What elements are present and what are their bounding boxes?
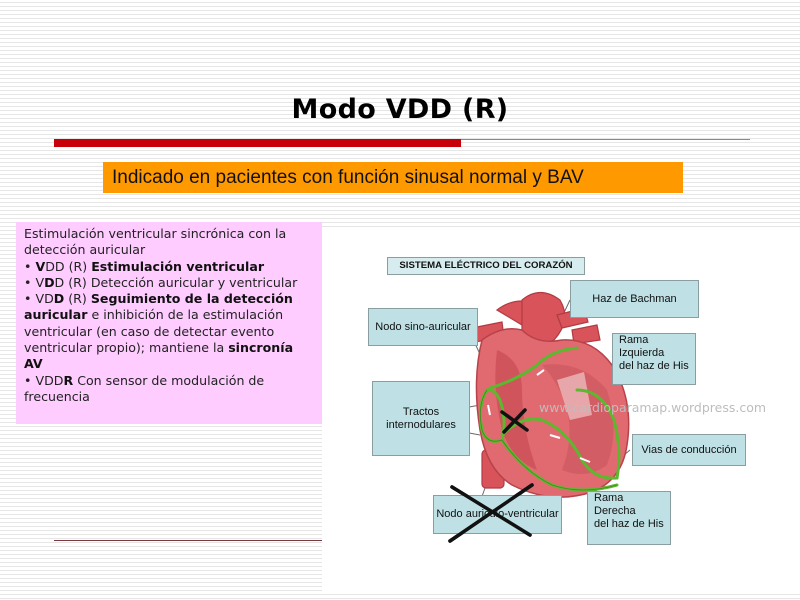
footer-divider (54, 540, 322, 541)
bullet-icon: • (24, 372, 32, 388)
list-item: • VDDR Con sensor de modulación de frecu… (24, 373, 316, 406)
item-text-bold: Estimulación ventricular (91, 258, 265, 274)
item-text: Detección auricular y ventricular (90, 274, 298, 290)
heart-conduction-diagram: SISTEMA ELÉCTRICO DEL CORAZÓN www.cardio… (322, 230, 800, 593)
item-text: e inhibición de la estimulación ventricu… (24, 307, 284, 356)
label-bachman: Haz de Bachman (570, 280, 699, 318)
item-text-bold: sincronía AV (24, 340, 294, 372)
title-divider-thin (461, 139, 750, 140)
code-rest: D (R) (54, 274, 87, 290)
label-line: Tractos (402, 405, 440, 418)
label-right-branch: Rama Derecha del haz de His (587, 491, 671, 545)
label-line: Izquierda (619, 347, 665, 359)
code-letter-bold: R (63, 372, 74, 388)
label-left-branch: Rama Izquierda del haz de His (612, 333, 696, 385)
label-av-node: Nodo auriculo-ventricular (433, 495, 562, 534)
code-letter-bold: V (35, 258, 46, 274)
label-sa-node: Nodo sino-auricular (368, 308, 478, 346)
list-item: • VDD (R) Detección auricular y ventricu… (24, 275, 316, 291)
diagram-title: SISTEMA ELÉCTRICO DEL CORAZÓN (387, 257, 585, 275)
list-item: • VDD (R) Seguimiento de la detección au… (24, 291, 316, 372)
code-pre: V (35, 274, 45, 290)
label-line: internodulares (386, 418, 456, 431)
code-letter-bold: D (44, 274, 55, 290)
code-rest: DD (R) (45, 258, 88, 274)
label-internodal: Tractos internodulares (372, 381, 470, 456)
bullet-icon: • (24, 291, 32, 307)
code-pre: VD (35, 291, 54, 307)
item-text-bold: Seguimiento de la detección auricular (24, 291, 293, 323)
title-divider-thick (54, 139, 461, 147)
label-line: Rama (619, 334, 649, 346)
label-conduction: Vias de conducción (632, 434, 746, 466)
indication-banner: Indicado en pacientes con función sinusa… (103, 162, 683, 193)
code-pre: VDD (35, 372, 64, 388)
item-text: Con sensor de modulación de frecuencia (24, 372, 265, 404)
code-rest: (R) (68, 291, 87, 307)
label-line: Derecha (594, 505, 636, 517)
mode-description-box: Estimulación ventricular sincrónica con … (16, 222, 322, 424)
watermark: www.cardioparamap.wordpress.com (539, 400, 767, 415)
list-item: • VDD (R) Estimulación ventricular (24, 259, 316, 275)
intro-text: Estimulación ventricular sincrónica con … (24, 226, 287, 258)
code-letter-bold: D (53, 291, 65, 307)
label-line: del haz de His (594, 518, 664, 530)
slide-title: Modo VDD (R) (291, 94, 509, 125)
label-line: del haz de His (619, 360, 689, 372)
bullet-icon: • (24, 258, 32, 274)
label-line: Rama (594, 492, 624, 504)
bullet-icon: • (24, 274, 32, 290)
